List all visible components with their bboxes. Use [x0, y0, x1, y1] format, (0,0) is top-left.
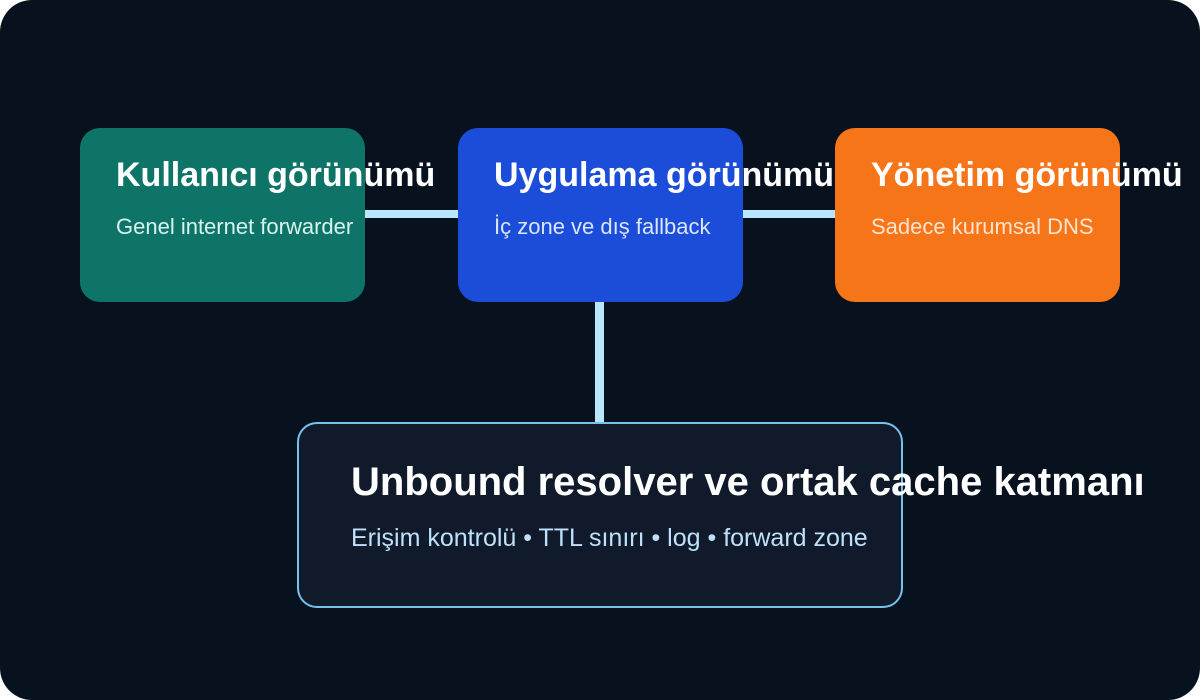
user-view-subtitle: Genel internet forwarder: [116, 214, 354, 239]
admin-view-title: Yönetim görünümü: [871, 156, 1183, 194]
resolver-title: Unbound resolver ve ortak cache katmanı: [351, 460, 1145, 504]
resolver-subtitle: Erişim kontrolü • TTL sınırı • log • for…: [351, 524, 868, 552]
user-view-node: [80, 128, 365, 302]
admin-view-node: [835, 128, 1120, 302]
connector-app-admin: [738, 210, 840, 218]
connector-app-resolver: [595, 298, 604, 428]
resolver-node: [297, 422, 903, 608]
app-view-title: Uygulama görünümü: [494, 156, 835, 194]
user-view-title: Kullanıcı görünümü: [116, 156, 436, 194]
admin-view-subtitle: Sadece kurumsal DNS: [871, 214, 1094, 239]
connector-user-app: [360, 210, 462, 218]
app-view-subtitle: İç zone ve dış fallback: [494, 214, 711, 239]
app-view-node: [458, 128, 743, 302]
